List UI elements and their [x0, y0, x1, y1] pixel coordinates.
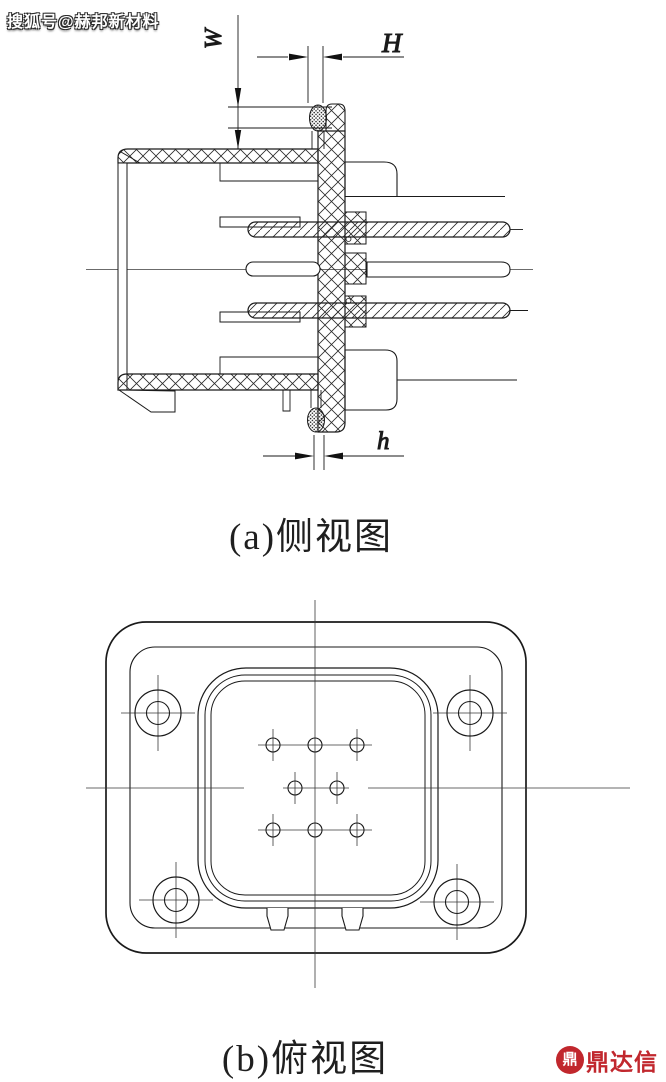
dingdaxin-logo-icon: 鼎 — [556, 1046, 584, 1074]
flange-section — [317, 103, 367, 433]
contact-pins — [219, 216, 528, 323]
mounting-hole — [121, 675, 195, 751]
sohu-watermark: 搜狐号@赫邦新材料 — [7, 14, 160, 31]
caption-top-view: (b)俯视图 — [221, 1039, 389, 1080]
dimension-w: W — [201, 15, 332, 149]
rear-block-bottom — [344, 349, 398, 411]
pin-pattern — [258, 729, 372, 846]
dimension-h-lower: h — [263, 428, 404, 470]
top-view-centerlines — [86, 600, 630, 988]
mounting-hole — [420, 864, 494, 940]
side-view-drawing: W H h — [86, 15, 533, 470]
mounting-holes — [121, 675, 507, 940]
mounting-hole — [139, 862, 213, 938]
polarizing-tabs — [266, 908, 364, 931]
o-ring-top — [309, 104, 327, 149]
dim-label-h-lower: h — [377, 428, 390, 455]
top-view-drawing — [86, 600, 630, 988]
caption-side-view: (a)侧视图 — [228, 517, 394, 558]
shell-section — [117, 148, 319, 413]
dim-label-w: W — [201, 27, 227, 49]
rear-block-top — [344, 161, 398, 198]
dingdaxin-logo-text: 鼎达信 — [586, 1049, 658, 1075]
dimension-h-upper: H — [257, 28, 404, 103]
dim-label-h-upper: H — [381, 28, 403, 58]
dingdaxin-logo: 鼎 鼎达信 — [556, 1043, 658, 1077]
mounting-hole — [433, 675, 507, 751]
o-ring-bottom — [307, 390, 325, 433]
